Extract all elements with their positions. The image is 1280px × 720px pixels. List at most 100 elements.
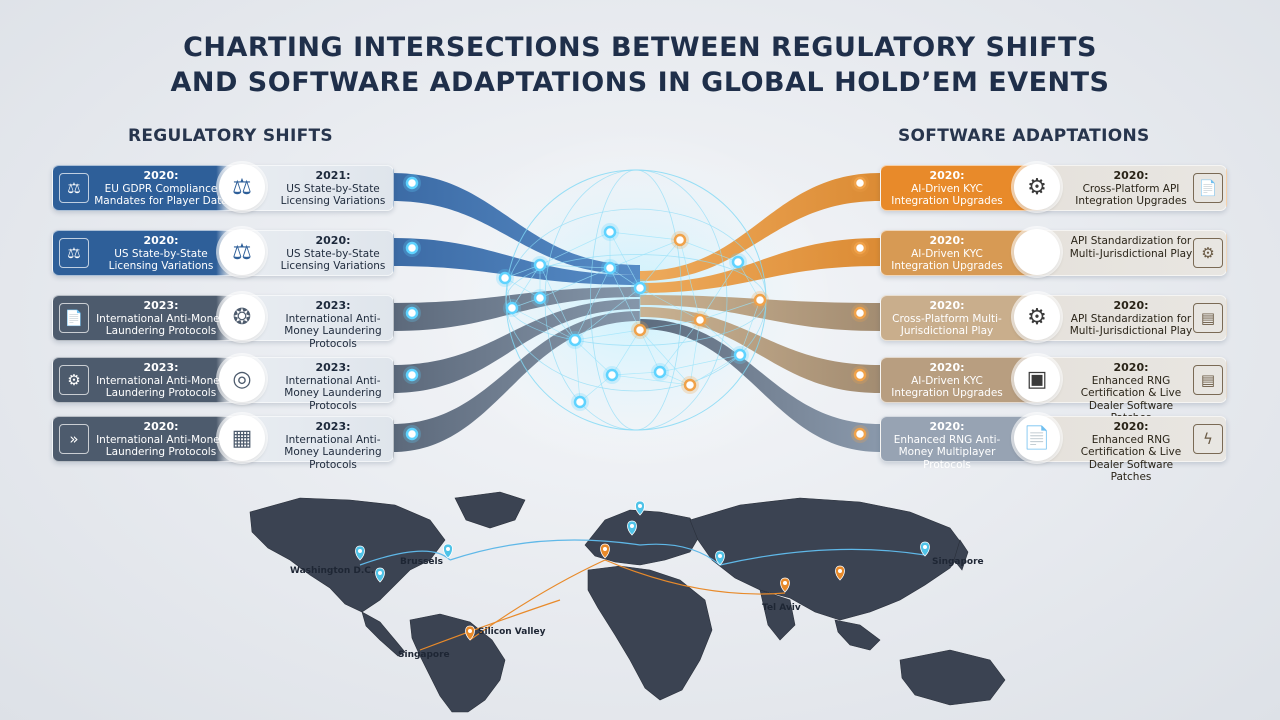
globe-node[interactable]: [673, 233, 687, 247]
software-node[interactable]: [853, 368, 867, 382]
globe-node[interactable]: [603, 261, 617, 275]
globe-mesh-line: [539, 264, 611, 269]
regulatory-node[interactable]: [405, 368, 419, 382]
software-node[interactable]: [853, 241, 867, 255]
globe-node[interactable]: [505, 301, 519, 315]
regulatory-text-b: 2020:US State-by-State Licensing Variati…: [280, 234, 386, 272]
globe-node[interactable]: [533, 291, 547, 305]
map-label-washington: Washington D.C.: [290, 566, 375, 576]
map-pin-dot: [838, 569, 842, 573]
software-text-a: 2020:AI-Driven KYC Integration Upgrades: [891, 169, 1003, 207]
software-row[interactable]: 2020:AI-Driven KYC Integration Upgrades …: [880, 229, 1227, 276]
regulatory-row[interactable]: ⚙ 2023:International Anti-Money Launderi…: [52, 356, 394, 412]
globe-node[interactable]: [693, 313, 707, 327]
globe-node[interactable]: [753, 293, 767, 307]
software-ribbon: [640, 307, 880, 393]
software-row[interactable]: 2020:AI-Driven KYC Integration Upgrades …: [880, 164, 1227, 211]
regulatory-ribbon: [392, 299, 640, 393]
map-pin-dot: [603, 547, 607, 551]
regulatory-node[interactable]: [405, 241, 419, 255]
regulatory-row[interactable]: 📄 2023:International Anti-Money Launderi…: [52, 294, 394, 350]
map-south-america: [409, 613, 506, 713]
globe-node[interactable]: [605, 368, 619, 382]
scales-icon: ⚖: [59, 173, 89, 203]
map-route: [719, 548, 926, 566]
map-pin-dot: [630, 524, 634, 528]
title-line-1: CHARTING INTERSECTIONS BETWEEN REGULATOR…: [183, 32, 1097, 63]
map-southeast-asia: [834, 619, 881, 651]
globe-node[interactable]: [731, 255, 745, 269]
map-route: [449, 539, 641, 561]
regulatory-node[interactable]: [405, 306, 419, 320]
software-text-b: API Standardization for Multi-Jurisdicti…: [1069, 235, 1193, 260]
scales-icon: ⚖: [59, 238, 89, 268]
regulatory-row[interactable]: ⚖ 2020:EU GDPR Compliance Mandates for P…: [52, 164, 394, 211]
globe-node[interactable]: [573, 395, 587, 409]
globe-node[interactable]: [653, 365, 667, 379]
regulatory-node[interactable]: [405, 427, 419, 441]
globe-mesh-line: [699, 261, 739, 321]
globe-mesh-line: [609, 231, 681, 241]
globe-node[interactable]: [633, 323, 647, 337]
software-text-b: 2020:API Standardization for Multi-Juris…: [1069, 299, 1193, 337]
software-node[interactable]: [853, 306, 867, 320]
software-row[interactable]: 2020:Cross-Platform Multi-Jurisdictional…: [880, 294, 1227, 341]
globe-mesh-line: [539, 267, 611, 299]
network-icon: ❂: [219, 294, 265, 340]
globe-mesh-line: [609, 267, 641, 331]
map-pin-dot: [358, 549, 362, 553]
globe-node[interactable]: [568, 333, 582, 347]
regulatory-row[interactable]: » 2020:International Anti-Money Launderi…: [52, 415, 394, 471]
globe-mesh-line: [611, 329, 641, 376]
globe-mesh-line: [659, 319, 701, 373]
regulatory-node[interactable]: [405, 176, 419, 190]
gear-icon: ⚙: [1014, 294, 1060, 340]
software-node[interactable]: [853, 176, 867, 190]
globe-mesh-line: [639, 319, 701, 331]
regulatory-ribbon: [392, 238, 640, 285]
software-row[interactable]: 2020:Enhanced RNG Anti-Money Multiplayer…: [880, 415, 1227, 483]
globe-node[interactable]: [683, 378, 697, 392]
gear-icon: ⚙: [59, 365, 89, 395]
software-node[interactable]: [853, 427, 867, 441]
scales-icon: ⚖: [219, 164, 265, 210]
page-title: CHARTING INTERSECTIONS BETWEEN REGULATOR…: [0, 30, 1280, 100]
globe-mesh-line: [539, 297, 576, 341]
map-route: [639, 543, 721, 566]
software-ribbon: [640, 319, 880, 452]
globe-mesh-line: [639, 287, 701, 321]
map-pin-dot: [378, 571, 382, 575]
globe-mesh-line: [574, 339, 613, 376]
globe-node[interactable]: [533, 258, 547, 272]
map-label-silicon-valley: Silicon Valley: [478, 627, 546, 637]
software-heading: SOFTWARE ADAPTATIONS: [898, 126, 1150, 146]
globe-mesh-line: [737, 261, 761, 301]
software-text-a: 2020:Cross-Platform Multi-Jurisdictional…: [892, 299, 1002, 337]
globe-node[interactable]: [733, 348, 747, 362]
globe-mesh-line: [579, 374, 613, 403]
globe-mesh-line: [739, 299, 761, 356]
globe-mesh-line: [504, 277, 541, 299]
map-greenland: [454, 491, 526, 529]
regulatory-text-a: 2023:International Anti-Money Laundering…: [96, 361, 226, 399]
globe-node[interactable]: [633, 281, 647, 295]
software-ribbon: [640, 238, 880, 293]
regulatory-text-b: 2021:US State-by-State Licensing Variati…: [280, 169, 386, 207]
globe-mesh-line: [679, 239, 701, 321]
map-route: [419, 599, 561, 651]
globe-mesh-line: [689, 354, 741, 386]
regulatory-text-b: 2023:International Anti-Money Laundering…: [284, 420, 382, 471]
regulatory-row[interactable]: ⚖ 2020:US State-by-State Licensing Varia…: [52, 229, 394, 276]
regulatory-ribbon: [392, 173, 640, 275]
software-text-b: 2020:Enhanced RNG Certification & Live D…: [1080, 420, 1182, 483]
gear-icon: ⚙: [1193, 238, 1223, 268]
globe-node[interactable]: [603, 225, 617, 239]
server-icon: ▤: [1193, 365, 1223, 395]
globe-mesh-line: [511, 307, 576, 341]
globe-mesh-line: [539, 264, 576, 341]
globe-mesh-line: [699, 299, 761, 321]
software-text-a: 2020:Enhanced RNG Anti-Money Multiplayer…: [893, 420, 1001, 471]
globe-node[interactable]: [498, 271, 512, 285]
software-ribbon: [640, 295, 880, 331]
